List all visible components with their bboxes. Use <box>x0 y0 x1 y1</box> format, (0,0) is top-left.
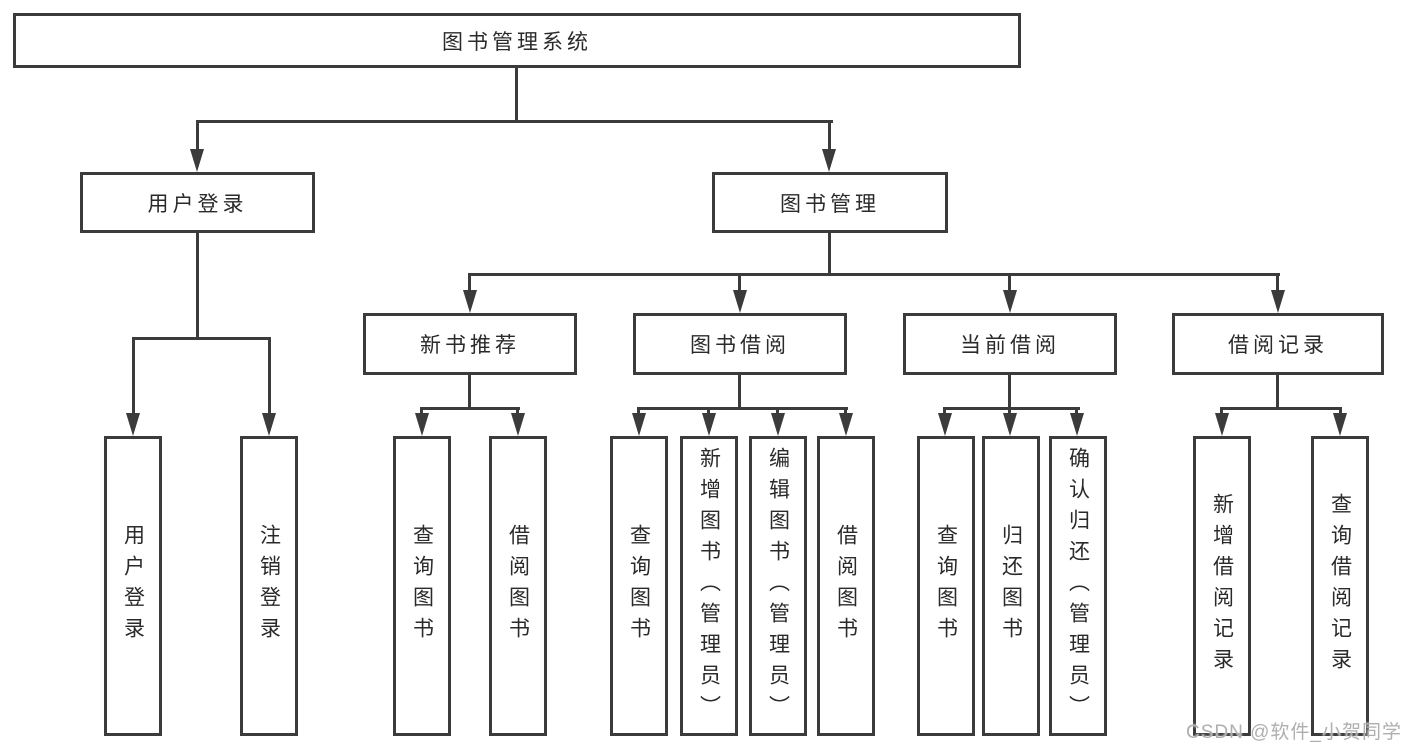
node-book-borrow: 图书借阅 <box>633 313 847 375</box>
arrow-down-icon <box>1003 413 1017 436</box>
connector-line <box>196 120 833 123</box>
arrow-down-icon <box>1070 413 1084 436</box>
connector-line <box>1008 273 1011 290</box>
leaf-add-borrow-record: 新增借阅记录 <box>1193 436 1251 736</box>
connector-line <box>196 120 199 149</box>
node-book-management: 图书管理 <box>712 172 948 233</box>
node-user-login: 用户登录 <box>80 172 315 233</box>
connector-line <box>943 407 946 413</box>
arrow-down-icon <box>511 413 525 436</box>
connector-line <box>828 120 831 149</box>
connector-line <box>1276 375 1279 407</box>
connector-line <box>420 407 520 410</box>
arrow-down-icon <box>463 290 477 313</box>
connector-line <box>828 233 831 273</box>
connector-line <box>844 407 847 413</box>
connector-line <box>1276 273 1279 290</box>
arrow-down-icon <box>771 413 785 436</box>
connector-line <box>1008 375 1011 407</box>
connector-line <box>515 68 518 120</box>
connector-line <box>468 273 471 290</box>
connector-line <box>1220 407 1342 410</box>
connector-line <box>943 407 1080 410</box>
arrow-down-icon <box>126 413 140 436</box>
leaf-add-books-admin: 新增图书（管理员） <box>680 436 738 736</box>
node-current-borrow: 当前借阅 <box>903 313 1117 375</box>
arrow-down-icon <box>938 413 952 436</box>
connector-line <box>1008 407 1011 413</box>
arrow-down-icon <box>1333 413 1347 436</box>
connector-line <box>1220 407 1223 413</box>
arrow-down-icon <box>733 290 747 313</box>
connector-line <box>707 407 710 413</box>
watermark-text: CSDN @软件_小贺同学 <box>1186 722 1402 743</box>
arrow-down-icon <box>632 413 646 436</box>
leaf-confirm-return-admin: 确认归还（管理员） <box>1049 436 1107 736</box>
leaf-query-borrow-record: 查询借阅记录 <box>1311 436 1369 736</box>
arrow-down-icon <box>839 413 853 436</box>
connector-line <box>468 375 471 407</box>
connector-line <box>637 407 848 410</box>
connector-line <box>132 337 270 340</box>
connector-line <box>468 273 1280 276</box>
connector-line <box>1339 407 1342 413</box>
connector-line <box>776 407 779 413</box>
leaf-edit-books-admin: 编辑图书（管理员） <box>749 436 807 736</box>
connector-line <box>738 273 741 290</box>
leaf-query-books-recommend: 查询图书 <box>393 436 451 736</box>
connector-line <box>196 233 199 337</box>
leaf-return-books: 归还图书 <box>982 436 1040 736</box>
connector-line <box>516 407 519 413</box>
arrow-down-icon <box>702 413 716 436</box>
arrow-down-icon <box>1271 290 1285 313</box>
arrow-down-icon <box>1215 413 1229 436</box>
node-root: 图书管理系统 <box>13 13 1021 68</box>
connector-line <box>738 375 741 407</box>
arrow-down-icon <box>415 413 429 436</box>
arrow-down-icon <box>1003 290 1017 313</box>
leaf-logout: 注销登录 <box>240 436 298 736</box>
node-new-book-recommend: 新书推荐 <box>363 313 577 375</box>
arrow-down-icon <box>822 149 836 172</box>
connector-line <box>420 407 423 413</box>
leaf-user-login: 用户登录 <box>104 436 162 736</box>
leaf-query-books-current: 查询图书 <box>917 436 975 736</box>
arrow-down-icon <box>190 149 204 172</box>
leaf-borrow-books: 借阅图书 <box>817 436 875 736</box>
leaf-borrow-books-recommend: 借阅图书 <box>489 436 547 736</box>
connector-line <box>1075 407 1078 413</box>
connector-line <box>268 337 271 413</box>
connector-line <box>637 407 640 413</box>
connector-line <box>132 337 135 413</box>
leaf-query-books-borrow: 查询图书 <box>610 436 668 736</box>
node-borrow-records: 借阅记录 <box>1172 313 1384 375</box>
arrow-down-icon <box>262 413 276 436</box>
